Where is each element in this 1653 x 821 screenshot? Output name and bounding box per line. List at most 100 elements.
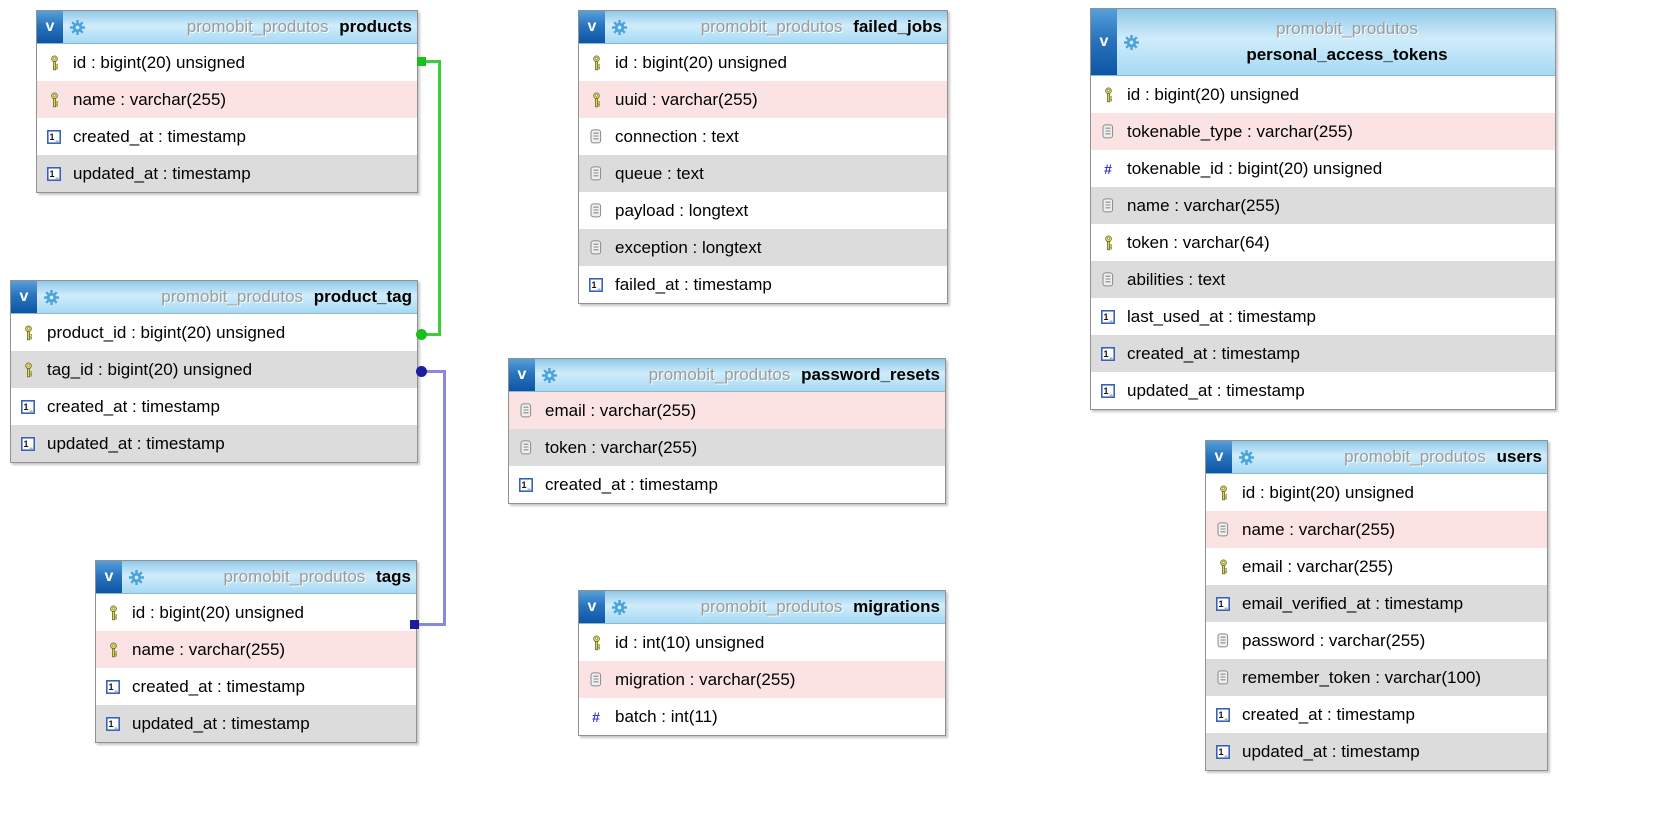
column-list: product_id : bigint(20) unsigned tag_id … <box>11 314 417 462</box>
gear-icon[interactable] <box>129 569 144 585</box>
column-row[interactable]: 1 created_at : timestamp <box>1091 335 1555 372</box>
column-row[interactable]: 1 created_at : timestamp <box>37 118 417 155</box>
gear-icon[interactable] <box>612 599 627 615</box>
table-title: promobit_produtos migrations <box>701 597 945 617</box>
column-label: created_at : timestamp <box>73 126 246 146</box>
column-row[interactable]: id : bigint(20) unsigned <box>37 44 417 81</box>
table-title: promobit_produtos tags <box>224 567 416 587</box>
column-row[interactable]: 1 created_at : timestamp <box>1206 696 1547 733</box>
view-badge-icon[interactable]: v <box>579 591 605 623</box>
gear-icon[interactable] <box>1239 449 1254 465</box>
column-list: id : bigint(20) unsigned uuid : varchar(… <box>579 44 947 303</box>
relation-0-line <box>437 59 441 336</box>
table-header[interactable]: v promobit_produtos tags <box>96 561 416 594</box>
column-row[interactable]: 1 updated_at : timestamp <box>96 705 416 742</box>
column-row[interactable]: password : varchar(255) <box>1206 622 1547 659</box>
column-row[interactable]: 1 updated_at : timestamp <box>37 155 417 192</box>
column-row[interactable]: name : varchar(255) <box>1206 511 1547 548</box>
column-row[interactable]: name : varchar(255) <box>37 81 417 118</box>
column-row[interactable]: uuid : varchar(255) <box>579 81 947 118</box>
gear-icon[interactable] <box>612 19 627 35</box>
column-label: updated_at : timestamp <box>1242 741 1420 761</box>
column-row[interactable]: queue : text <box>579 155 947 192</box>
column-row[interactable]: 1 failed_at : timestamp <box>579 266 947 303</box>
view-badge-icon[interactable]: v <box>1206 441 1232 473</box>
table-personal_access_tokens[interactable]: v promobit_produtos personal_access_toke… <box>1090 8 1556 410</box>
table-header[interactable]: v promobit_produtos products <box>37 11 417 44</box>
table-users[interactable]: v promobit_produtos users id : bigint(20… <box>1205 440 1548 771</box>
view-badge-icon[interactable]: v <box>509 359 535 391</box>
table-header[interactable]: v promobit_produtos users <box>1206 441 1547 474</box>
column-row[interactable]: id : bigint(20) unsigned <box>96 594 416 631</box>
table-header[interactable]: v promobit_produtos personal_access_toke… <box>1091 9 1555 76</box>
column-row[interactable]: product_id : bigint(20) unsigned <box>11 314 417 351</box>
column-row[interactable]: name : varchar(255) <box>1091 187 1555 224</box>
view-badge-icon[interactable]: v <box>96 561 122 593</box>
column-label: created_at : timestamp <box>47 396 220 416</box>
column-row[interactable]: id : bigint(20) unsigned <box>579 44 947 81</box>
table-product_tag[interactable]: v promobit_produtos product_tag product_… <box>10 280 418 463</box>
gear-icon[interactable] <box>542 367 557 383</box>
column-label: updated_at : timestamp <box>132 713 310 733</box>
text-icon <box>1100 272 1116 287</box>
view-badge-icon[interactable]: v <box>11 281 37 313</box>
relation-0-circle-marker <box>415 328 427 340</box>
table-header[interactable]: v promobit_produtos migrations <box>579 591 945 624</box>
primary-key-icon <box>588 91 604 108</box>
column-row[interactable]: token : varchar(64) <box>1091 224 1555 261</box>
table-header[interactable]: v promobit_produtos password_resets <box>509 359 945 392</box>
column-label: email : varchar(255) <box>545 400 697 420</box>
column-row[interactable]: exception : longtext <box>579 229 947 266</box>
column-row[interactable]: tag_id : bigint(20) unsigned <box>11 351 417 388</box>
view-badge-icon[interactable]: v <box>579 11 605 43</box>
table-header[interactable]: v promobit_produtos failed_jobs <box>579 11 947 44</box>
column-row[interactable]: email : varchar(255) <box>509 392 945 429</box>
table-header[interactable]: v promobit_produtos product_tag <box>11 281 417 314</box>
column-row[interactable]: 1 updated_at : timestamp <box>1206 733 1547 770</box>
column-row[interactable]: 1 updated_at : timestamp <box>1091 372 1555 409</box>
gear-icon[interactable] <box>70 19 85 35</box>
column-row[interactable]: id : bigint(20) unsigned <box>1091 76 1555 113</box>
column-list: id : int(10) unsigned migration : varcha… <box>579 624 945 735</box>
table-password_resets[interactable]: v promobit_produtos password_resets emai… <box>508 358 946 504</box>
column-label: email_verified_at : timestamp <box>1242 593 1464 613</box>
column-row[interactable]: email : varchar(255) <box>1206 548 1547 585</box>
column-row[interactable]: name : varchar(255) <box>96 631 416 668</box>
column-row[interactable]: 1 created_at : timestamp <box>11 388 417 425</box>
text-icon <box>1215 522 1231 537</box>
column-row[interactable]: # batch : int(11) <box>579 698 945 735</box>
column-row[interactable]: 1 last_used_at : timestamp <box>1091 298 1555 335</box>
column-row[interactable]: connection : text <box>579 118 947 155</box>
primary-key-icon <box>46 91 62 108</box>
column-row[interactable]: remember_token : varchar(100) <box>1206 659 1547 696</box>
column-row[interactable]: 1 updated_at : timestamp <box>11 425 417 462</box>
column-row[interactable]: # tokenable_id : bigint(20) unsigned <box>1091 150 1555 187</box>
column-row[interactable]: migration : varchar(255) <box>579 661 945 698</box>
column-row[interactable]: payload : longtext <box>579 192 947 229</box>
column-row[interactable]: abilities : text <box>1091 261 1555 298</box>
datetime-icon: 1 <box>1100 346 1116 361</box>
column-label: id : bigint(20) unsigned <box>132 602 305 622</box>
view-badge-icon[interactable]: v <box>37 11 63 43</box>
primary-key-icon <box>1100 86 1116 103</box>
gear-icon[interactable] <box>1124 34 1139 50</box>
table-failed_jobs[interactable]: v promobit_produtos failed_jobs id : big… <box>578 10 948 304</box>
column-row[interactable]: 1 email_verified_at : timestamp <box>1206 585 1547 622</box>
view-badge-icon[interactable]: v <box>1091 9 1117 75</box>
datetime-icon: 1 <box>518 477 534 492</box>
table-tags[interactable]: v promobit_produtos tags id : bigint(20)… <box>95 560 417 743</box>
column-row[interactable]: 1 created_at : timestamp <box>96 668 416 705</box>
database-name: promobit_produtos <box>186 17 329 36</box>
column-row[interactable]: token : varchar(255) <box>509 429 945 466</box>
table-migrations[interactable]: v promobit_produtos migrations id : int(… <box>578 590 946 736</box>
gear-icon[interactable] <box>44 289 59 305</box>
column-row[interactable]: id : int(10) unsigned <box>579 624 945 661</box>
column-label: password : varchar(255) <box>1242 630 1426 650</box>
column-row[interactable]: id : bigint(20) unsigned <box>1206 474 1547 511</box>
datetime-icon: 1 <box>20 399 36 414</box>
column-row[interactable]: 1 created_at : timestamp <box>509 466 945 503</box>
table-title: promobit_produtos failed_jobs <box>701 17 947 37</box>
column-row[interactable]: tokenable_type : varchar(255) <box>1091 113 1555 150</box>
svg-text:1: 1 <box>521 480 526 490</box>
table-products[interactable]: v promobit_produtos products id : bigint… <box>36 10 418 193</box>
